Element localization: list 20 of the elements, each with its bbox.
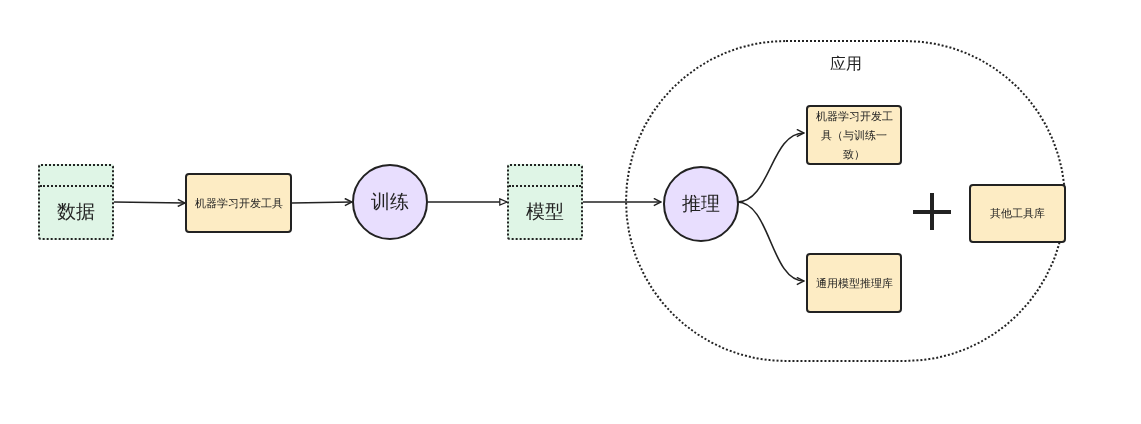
data-box xyxy=(38,164,114,240)
arrow xyxy=(291,197,353,207)
node-label: 训练 xyxy=(371,189,409,214)
arrow xyxy=(113,198,186,208)
tool-box xyxy=(969,184,1066,243)
node-label: 机器学习开发工具（与训练一致） xyxy=(814,108,894,162)
tool-box xyxy=(806,253,902,313)
data-box xyxy=(507,164,583,240)
node-label: 机器学习开发工具 xyxy=(194,195,283,211)
group-region xyxy=(625,40,1066,362)
node-label: 模型 xyxy=(526,200,564,225)
node-label: 通用模型推理库 xyxy=(815,275,893,291)
arrow xyxy=(427,198,508,206)
tool-box xyxy=(806,105,902,165)
group-title: 应用 xyxy=(829,54,862,74)
node-label: 数据 xyxy=(57,200,95,225)
arrow xyxy=(582,197,662,207)
node-label: 推理 xyxy=(682,191,720,216)
node-label: 其他工具库 xyxy=(990,206,1045,221)
tool-box xyxy=(185,173,292,233)
